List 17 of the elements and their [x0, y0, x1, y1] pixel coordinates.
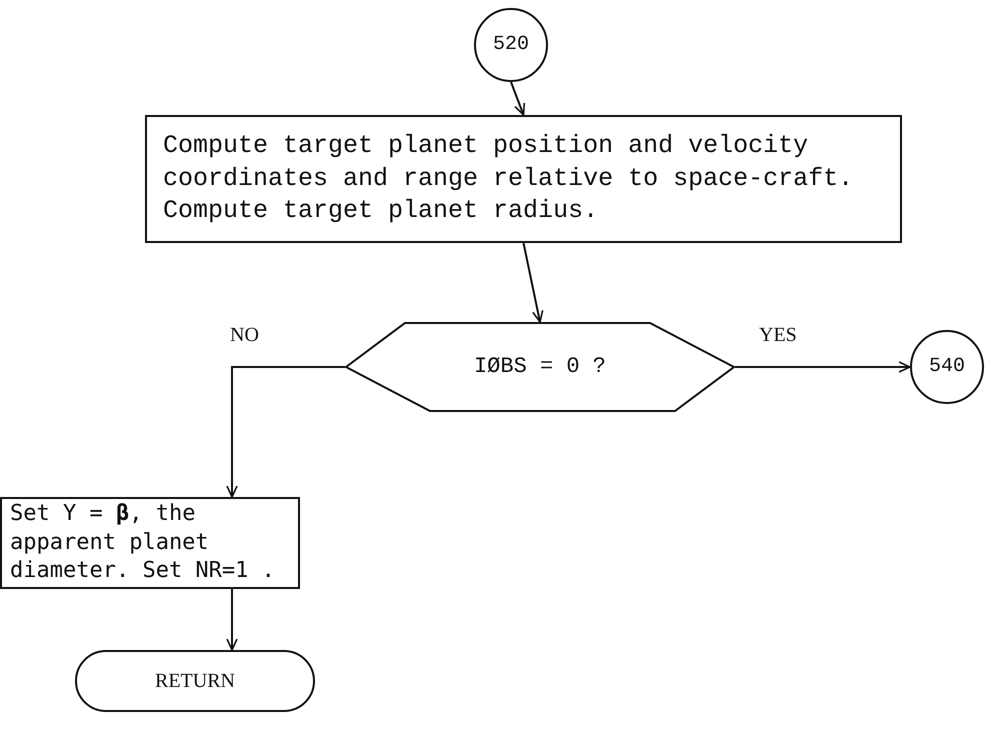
process-box	[0, 497, 300, 589]
arrow	[510, 82, 526, 116]
terminal-shape	[75, 650, 315, 712]
node-text: IØBS = 0 ?	[474, 352, 606, 381]
arrow	[226, 589, 238, 651]
arrow	[735, 361, 911, 373]
node-text: Set Y = β, the apparent planet diameter. Set NR=1 .	[10, 500, 276, 586]
node-text: 540	[928, 354, 965, 380]
node-text: Compute target planet position and velocity coordinates and range relative to space-craft. Compute target planet radius.	[163, 130, 854, 228]
arrow	[226, 366, 345, 498]
process-box	[145, 115, 902, 243]
connector-circle	[474, 8, 548, 82]
node-text: 520	[492, 32, 529, 58]
connector-circle	[910, 330, 984, 404]
arrow	[522, 242, 544, 323]
node-text: RETURN	[155, 669, 235, 694]
decision-hexagon	[345, 322, 735, 412]
